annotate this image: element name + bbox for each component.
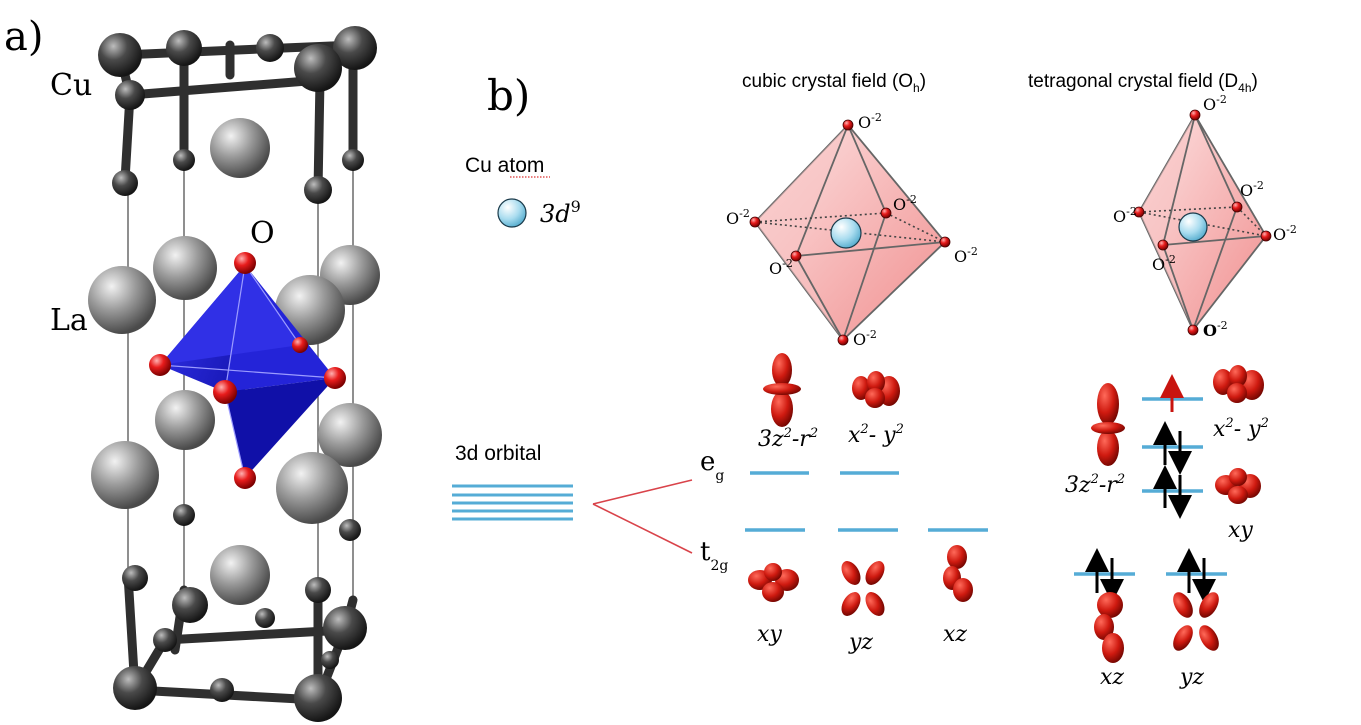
orbital-xz-tetragonal: [1094, 592, 1124, 663]
oxygen-label: O-2: [1273, 223, 1297, 244]
eg-label: eg: [700, 447, 724, 484]
cu-atom-label: Cu atom: [465, 154, 544, 177]
orbital-xy-cubic: [748, 563, 799, 602]
spin-arrows: [1085, 374, 1216, 603]
o-label: O: [250, 216, 275, 251]
electron-config: 3d9: [540, 197, 581, 228]
oxygen-atom: [234, 467, 256, 489]
orbital-x2-y2-cubic: [852, 371, 900, 408]
cu-atoms: [98, 26, 377, 722]
oxygen-label: O-2: [1203, 319, 1228, 340]
crystal-structure: a) Cu O La: [4, 14, 382, 722]
oxygen-atom: [234, 252, 256, 274]
cu-center-atom: [1178, 212, 1208, 242]
degenerate-3d-levels: 3d orbital: [452, 442, 693, 554]
orbital-xy-tetragonal: [1215, 468, 1261, 504]
panel-b-label: b): [487, 71, 530, 120]
cubic-crystal-field: cubic crystal field (Oh): [726, 71, 988, 655]
oxygen-label: O-2: [1203, 93, 1227, 114]
orbital-x2-y2-tetragonal: [1213, 365, 1264, 403]
oxygen-label: O-2: [893, 193, 917, 214]
label-3z2-r2-tetragonal: 3z2-r2: [1065, 472, 1125, 498]
tetragonal-oxygen-labels: O-2 O-2 O-2 O-2 O-2 O-2: [1113, 93, 1297, 340]
oxygen-label: O-2: [858, 111, 882, 132]
orbital-yz-cubic: [841, 561, 885, 616]
oxygen-atom: [324, 367, 346, 389]
cu-atom-icon: [497, 198, 527, 228]
label-x2-y2-tetragonal: x2- y2: [1213, 416, 1269, 442]
orbital-3z2-r2-cubic: [763, 353, 801, 427]
la-label: La: [50, 303, 88, 338]
cubic-levels: [745, 471, 988, 532]
oxygen-label: O-2: [853, 328, 877, 349]
tetragonal-title: tetragonal crystal field (D4h): [1028, 71, 1258, 95]
splitting-lines: [592, 479, 693, 554]
cuo6-octahedron: [149, 252, 346, 489]
oxygen-atom: [149, 354, 171, 376]
orbital-xz-cubic: [943, 545, 973, 602]
label-yz-cubic: yz: [848, 630, 873, 655]
oxygen-atom: [213, 380, 237, 404]
oxygen-label: O-2: [1113, 205, 1137, 226]
orbital-yz-tetragonal: [1173, 592, 1219, 651]
cu-center-atom: [830, 217, 862, 249]
cubic-octahedron: O-2 O-2 O-2 O-2 O-2 O-2: [726, 111, 978, 349]
label-x2-y2-cubic: x2- y2: [848, 422, 904, 448]
panel-a-label: a): [4, 14, 43, 60]
label-xz-cubic: xz: [943, 622, 967, 647]
cubic-title: cubic crystal field (Oh): [742, 71, 926, 95]
oxygen-label: O-2: [726, 207, 750, 228]
tetragonal-octahedron: O-2 O-2 O-2 O-2 O-2 O-2: [1113, 93, 1297, 340]
label-xy-cubic: xy: [757, 622, 782, 647]
oxygen-label: O-2: [954, 245, 978, 266]
la-atoms: [88, 118, 382, 605]
label-3z2-r2-cubic: 3z2-r2: [758, 426, 818, 452]
label-xy-tetragonal: xy: [1228, 518, 1253, 543]
orbital-3d-label: 3d orbital: [455, 442, 541, 465]
oxygen-atom: [292, 337, 308, 353]
cu-label: Cu: [50, 68, 92, 103]
cu-atom-legend: Cu atom 3d9: [465, 154, 581, 228]
oxygen-label: O-2: [1240, 179, 1264, 200]
oxygen-label: O-2: [1152, 253, 1176, 274]
label-yz-tetragonal: yz: [1179, 665, 1204, 690]
oxygen-label: O-2: [769, 257, 793, 278]
label-xz-tetragonal: xz: [1100, 665, 1124, 690]
tetragonal-crystal-field: tetragonal crystal field (D4h): [1028, 71, 1297, 690]
cubic-oxygen-labels: O-2 O-2 O-2 O-2 O-2 O-2: [726, 111, 978, 349]
t2g-label: t2g: [700, 537, 728, 574]
orbital-3z2-r2-tetragonal: [1091, 383, 1125, 466]
